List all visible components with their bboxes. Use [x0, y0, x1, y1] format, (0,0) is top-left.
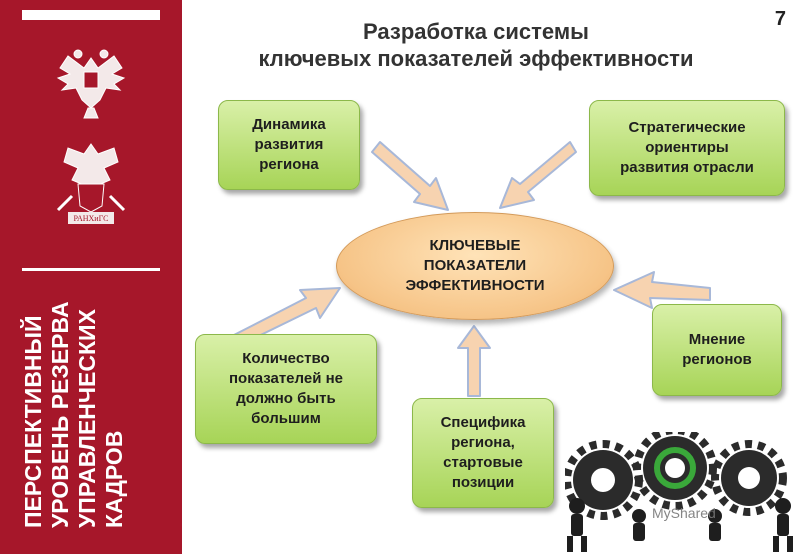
sidebar: РАНХиГС Перспективный уровень резерва уп…: [0, 0, 182, 554]
gear-center-icon: [633, 432, 717, 510]
page-title-line1: Разработка системы: [363, 19, 589, 44]
sidebar-divider: [22, 268, 160, 271]
box-text-line: показателей не: [228, 370, 343, 387]
box-text-line: позиции: [451, 474, 515, 491]
box-text-line: развития отрасли: [620, 159, 754, 176]
page-title: Разработка системы ключевых показателей …: [196, 18, 756, 72]
box-count: Количество показателей не должно быть бо…: [195, 334, 377, 444]
box-text-line: региона,: [451, 434, 515, 451]
emblem-caption: РАНХиГС: [74, 214, 109, 223]
box-text-line: Количество: [242, 350, 330, 367]
sidebar-top-bar: [22, 10, 160, 20]
gears-teamwork-illustration-icon: [565, 432, 793, 552]
page-title-line2: ключевых показателей эффективности: [258, 46, 694, 71]
ranepa-emblem-icon: РАНХиГС: [56, 143, 126, 224]
center-line1: КЛЮЧЕВЫЕ: [429, 237, 521, 254]
box-text-line: Стратегические: [628, 119, 746, 136]
people-figures-icon: [567, 498, 793, 552]
box-text-line: регионов: [682, 351, 752, 368]
box-text-line: большим: [251, 410, 321, 427]
arrow-from-strategic: [499, 141, 577, 209]
center-line2: ПОКАЗАТЕЛИ: [423, 257, 527, 274]
arrow-from-count: [231, 287, 341, 347]
arrow-from-opinion: [613, 271, 711, 309]
center-line3: ЭФФЕКТИВНОСТИ: [405, 277, 545, 294]
box-text-line: должно быть: [236, 390, 336, 407]
center-kpi-ellipse: КЛЮЧЕВЫЕ ПОКАЗАТЕЛИ ЭФФЕКТИВНОСТИ: [336, 212, 614, 320]
gear-right-icon: [711, 440, 787, 516]
box-strategic: Стратегические ориентиры развития отрасл…: [589, 100, 785, 196]
box-text-line: Мнение: [688, 331, 746, 348]
box-text-line: стартовые: [443, 454, 523, 471]
arrow-from-specifics: [457, 325, 491, 397]
box-text-line: ориентиры: [645, 139, 729, 156]
arrow-from-dynamics: [371, 141, 449, 211]
page-number: 7: [774, 8, 786, 30]
watermark-text: MyShared: [652, 505, 716, 521]
double-headed-eagle-emblem-icon: [56, 49, 126, 119]
box-dynamics: Динамика развития региона: [218, 100, 360, 190]
box-text-line: Специфика: [440, 414, 526, 431]
box-text-line: развития: [254, 136, 324, 153]
box-text-line: региона: [259, 156, 319, 173]
box-specifics: Специфика региона, стартовые позиции: [412, 398, 554, 508]
box-text-line: Динамика: [252, 116, 326, 133]
box-opinion: Мнение регионов: [652, 304, 782, 396]
